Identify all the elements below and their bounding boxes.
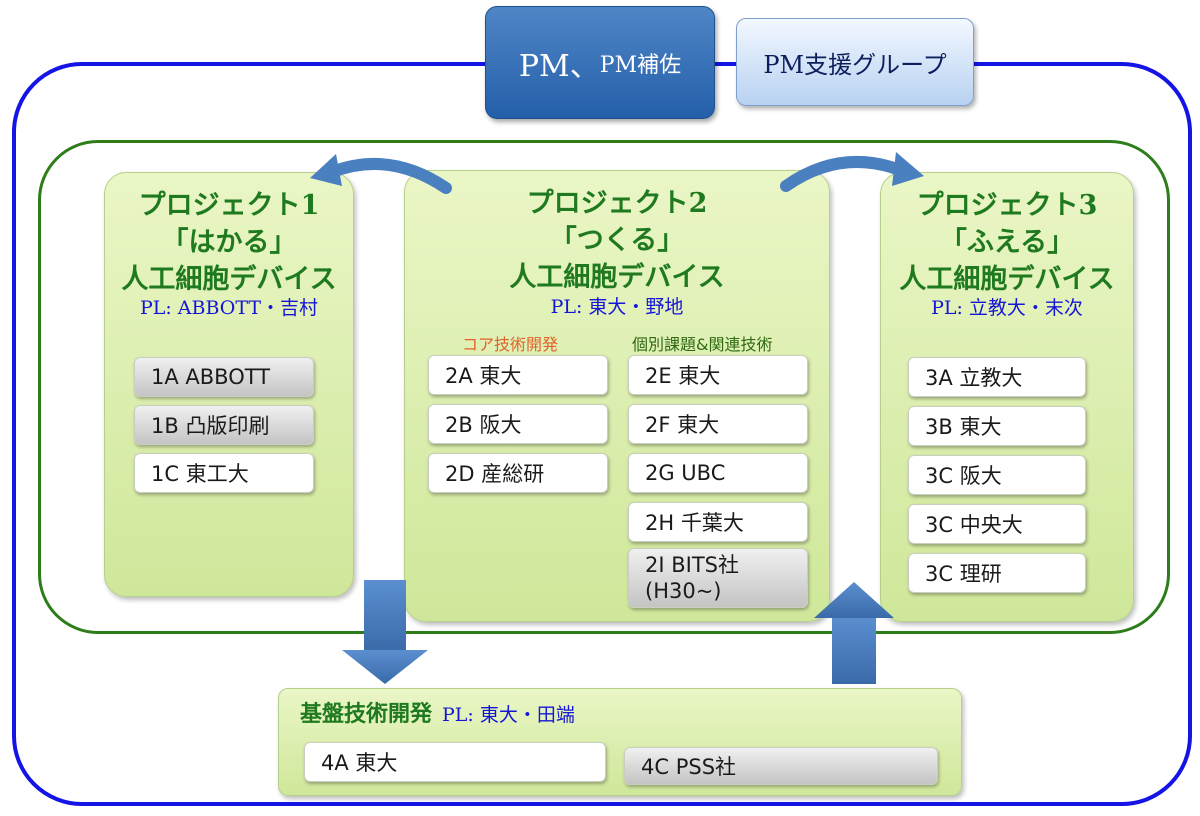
project-2-name: プロジェクト2 (526, 188, 708, 219)
project-3-panel: プロジェクト3 「ふえる」 人工細胞デバイス PL: 立教大・末次 (880, 172, 1134, 622)
project-3-theme: 「ふえる」 (939, 227, 1075, 258)
item-2g: 2G UBC (628, 453, 808, 493)
project-2-theme: 「つくる」 (549, 225, 685, 256)
item-2i: 2I BITS社 (H30~) (628, 548, 808, 608)
individual-tech-heading: 個別課題&関連技術 (632, 335, 773, 354)
project-1-pl: PL: ABBOTT・吉村 (139, 297, 319, 319)
project-3-name: プロジェクト3 (916, 190, 1098, 221)
base-tech-pl: PL: 東大・田端 (442, 704, 575, 726)
item-3a: 3A 立教大 (908, 357, 1086, 397)
core-tech-heading: コア技術開発 (462, 335, 559, 354)
item-3c-riken: 3C 理研 (908, 553, 1086, 593)
base-tech-name: 基盤技術開発 (300, 701, 433, 727)
project-1-name: プロジェクト1 (138, 190, 320, 221)
item-2f: 2F 東大 (628, 404, 808, 444)
item-1b: 1B 凸版印刷 (134, 405, 314, 445)
item-3c-chuo: 3C 中央大 (908, 504, 1086, 544)
project-1-theme: 「はかる」 (161, 227, 297, 258)
base-tech-title: 基盤技術開発 PL: 東大・田端 (300, 696, 575, 728)
pm-main-label: PM、 (518, 48, 600, 84)
item-4a: 4A 東大 (304, 742, 606, 782)
curved-arrow-p2-to-p3 (780, 152, 924, 192)
item-3c-handai: 3C 阪大 (908, 455, 1086, 495)
item-1c: 1C 東工大 (134, 453, 314, 493)
project-3-pl: PL: 立教大・末次 (931, 297, 1083, 319)
project-3-title: プロジェクト3 「ふえる」 人工細胞デバイス (881, 187, 1133, 298)
pm-sub-label: PM補佐 (599, 52, 682, 78)
item-3b: 3B 東大 (908, 406, 1086, 446)
project-2-device: 人工細胞デバイス (509, 262, 725, 293)
project-2-title: プロジェクト2 「つくる」 人工細胞デバイス (405, 185, 829, 296)
project-1-title: プロジェクト1 「はかる」 人工細胞デバイス (105, 187, 353, 298)
item-2h: 2H 千葉大 (628, 502, 808, 542)
item-2b: 2B 阪大 (428, 404, 608, 444)
item-2e: 2E 東大 (628, 355, 808, 395)
pm-support-box: PM支援グループ (736, 18, 974, 106)
item-2a: 2A 東大 (428, 355, 608, 395)
project-3-device: 人工細胞デバイス (899, 264, 1115, 295)
curved-arrow-p2-to-p1 (310, 154, 452, 194)
down-arrow-p1-to-base (342, 580, 428, 684)
pm-box: PM、 PM補佐 (485, 6, 715, 119)
project-2-pl: PL: 東大・野地 (550, 296, 684, 318)
projects-frame (38, 140, 1170, 634)
item-1a: 1A ABBOTT (134, 357, 314, 397)
item-4c: 4C PSS社 (624, 747, 938, 785)
project-1-device: 人工細胞デバイス (121, 264, 337, 295)
up-arrow-base-to-p3 (814, 582, 894, 684)
item-2d: 2D 産総研 (428, 453, 608, 493)
project-2-panel: プロジェクト2 「つくる」 人工細胞デバイス PL: 東大・野地 (404, 170, 830, 622)
